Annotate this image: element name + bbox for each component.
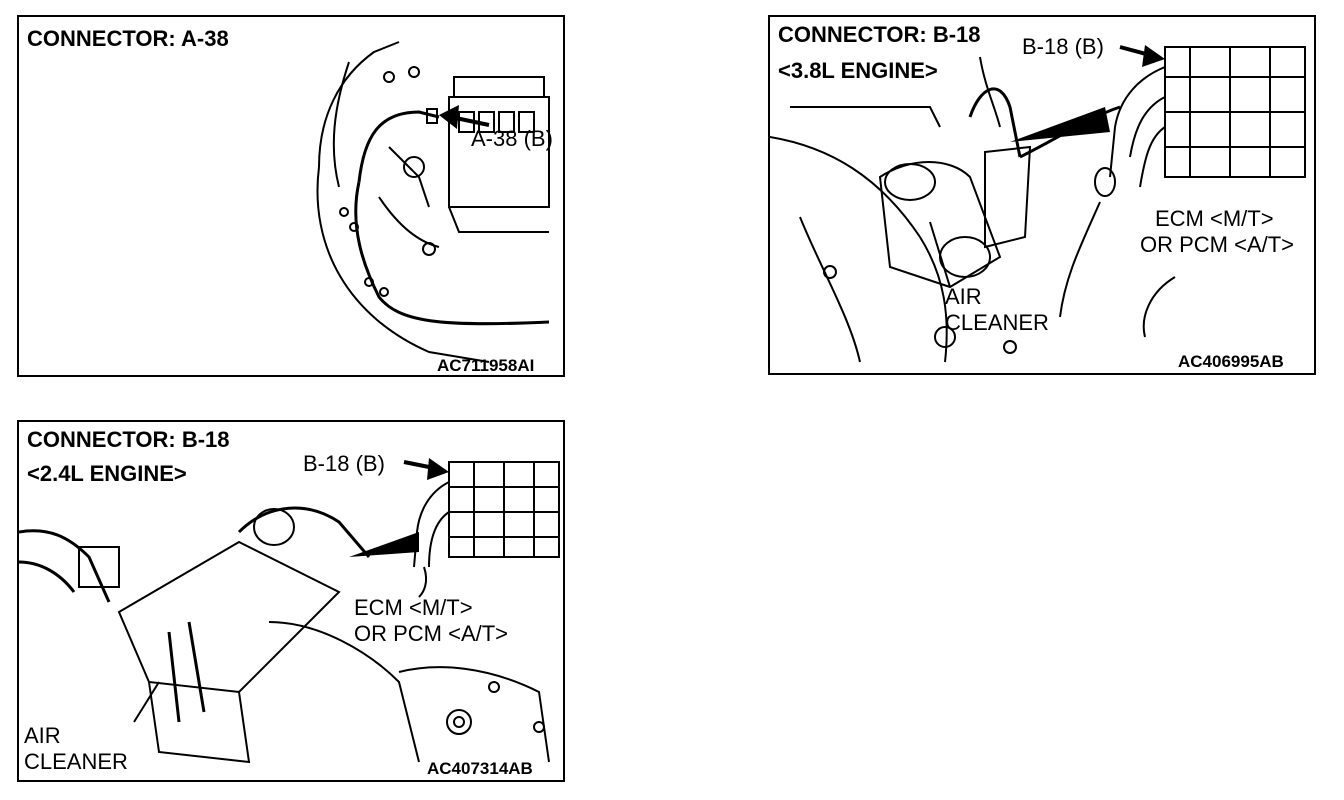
- air-cleaner-label-line1: AIR: [945, 284, 982, 309]
- ecm-label-line2: OR PCM <A/T>: [1140, 232, 1295, 257]
- callout-label: A-38 (B): [471, 126, 553, 151]
- engine-bay-illustration-b18-3-8l: [770, 45, 1306, 363]
- panel-title: CONNECTOR: B-18: [778, 22, 981, 47]
- callout-label: B-18 (B): [1022, 34, 1104, 59]
- ecm-label-line2: OR PCM <A/T>: [354, 621, 509, 646]
- engine-label: <3.8L ENGINE>: [778, 58, 938, 83]
- panel-title: CONNECTOR: A-38: [27, 26, 229, 51]
- panel-connector-b18-3-8l: CONNECTOR: B-18 <3.8L ENGINE> B-18 (B) E…: [768, 15, 1316, 375]
- panel-connector-a38: CONNECTOR: A-38 A-38 (B) AC711958AI: [17, 15, 565, 377]
- panel-title: CONNECTOR: B-18: [27, 427, 230, 452]
- engine-label: <2.4L ENGINE>: [27, 461, 187, 486]
- ecm-label-line1: ECM <M/T>: [1155, 206, 1274, 231]
- air-cleaner-label-line2: CLEANER: [945, 310, 1049, 335]
- panel-connector-b18-2-4l: CONNECTOR: B-18 <2.4L ENGINE> B-18 (B) E…: [17, 420, 565, 782]
- ecm-label-line1: ECM <M/T>: [354, 595, 473, 620]
- air-cleaner-label-line1: AIR: [24, 723, 61, 748]
- engine-bay-illustration-b18-2-4l: [19, 458, 560, 764]
- air-cleaner-label-line2: CLEANER: [24, 749, 128, 774]
- engine-bay-illustration-a38: [316, 41, 550, 363]
- figure-code: AC711958AI: [437, 356, 535, 375]
- figure-code: AC406995AB: [1178, 352, 1284, 371]
- figure-code: AC407314AB: [427, 759, 533, 778]
- callout-label: B-18 (B): [303, 451, 385, 476]
